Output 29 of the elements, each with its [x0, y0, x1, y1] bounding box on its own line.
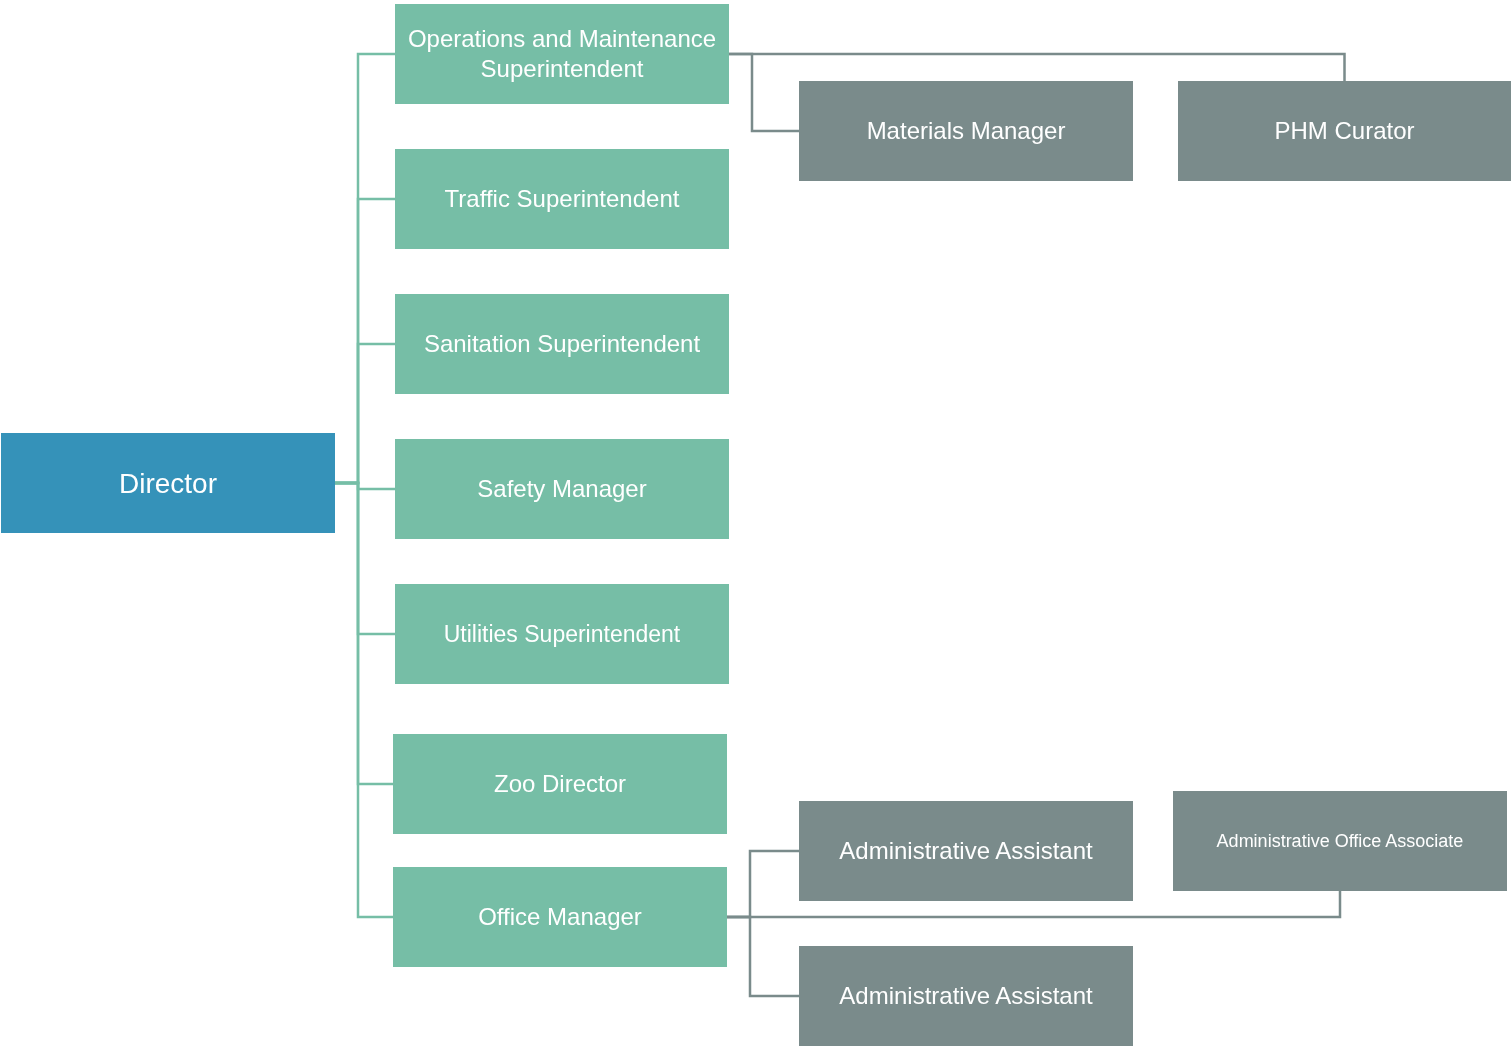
org-box [1, 433, 335, 533]
org-box [799, 81, 1133, 181]
org-box [799, 801, 1133, 901]
position-title: Office Manager [478, 902, 642, 932]
connector-line [727, 915, 799, 998]
position-title: Administrative Assistant [839, 981, 1093, 1011]
org-box [395, 4, 729, 104]
position-title: Zoo Director [493, 769, 626, 799]
position-title: Sanitation Superintendent [423, 329, 701, 359]
position-title: Operations and Maintenance Superintendent [406, 24, 718, 84]
position-title: Administrative Office Associate [1216, 829, 1464, 853]
org-box [393, 734, 727, 834]
org-box [1173, 791, 1507, 891]
org-box [1178, 81, 1511, 181]
position-title: Safety Manager [477, 474, 647, 504]
position-title: Traffic Superintendent [444, 184, 680, 214]
position-title: Director [119, 466, 217, 501]
org-box [395, 584, 729, 684]
position-title: Utilities Superintendent [443, 619, 681, 649]
org-box [799, 946, 1133, 1046]
connector-line [729, 52, 1346, 81]
position-title: PHM Curator [1274, 116, 1415, 146]
position-title: Administrative Assistant [839, 836, 1093, 866]
org-box [393, 867, 727, 967]
org-box [395, 439, 729, 539]
position-title: Materials Manager [866, 116, 1066, 146]
org-box [395, 294, 729, 394]
org-box [395, 149, 729, 249]
connector-line [335, 481, 393, 919]
